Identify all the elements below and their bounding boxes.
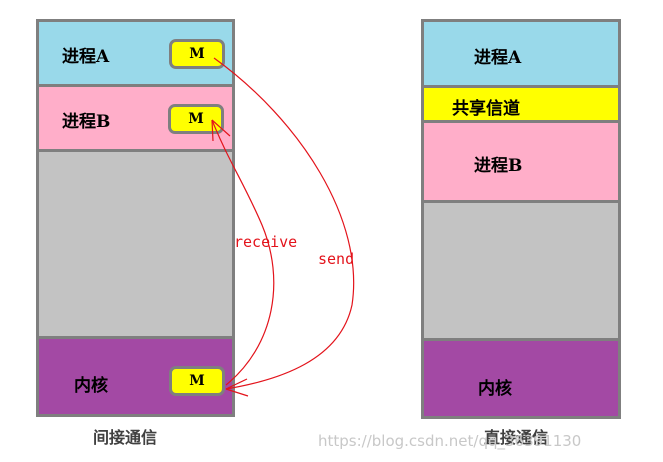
receive-arrowhead (211, 119, 231, 142)
process-b-label: 进程B (474, 156, 523, 176)
send-label: send (318, 250, 355, 268)
send-arrowhead (225, 378, 249, 397)
kernel-block: 内核 M (39, 339, 232, 414)
process-b-label: 进程B (62, 112, 111, 132)
indirect-communication-caption: 间接通信 (93, 428, 158, 447)
process-a-block: 进程A (424, 22, 618, 88)
send-arrow (213, 57, 355, 390)
indirect-communication-column: 进程A M 进程B M 内核 M (36, 19, 235, 417)
process-b-block: 进程B (424, 123, 618, 203)
process-a-label: 进程A (474, 48, 522, 68)
receive-arrow (211, 119, 275, 386)
direct-communication-column: 进程A 共享信道 进程B 内核 (421, 19, 621, 419)
process-a-block: 进程A M (39, 22, 232, 87)
kernel-label: 内核 (478, 379, 512, 399)
process-a-label: 进程A (62, 47, 110, 67)
kernel-label: 内核 (74, 376, 108, 396)
direct-communication-caption: 直接通信 (484, 428, 549, 447)
kernel-block: 内核 (424, 341, 618, 416)
shared-channel-label: 共享信道 (452, 99, 520, 119)
free-memory-block (424, 203, 618, 341)
kernel-message-box: M (169, 366, 225, 396)
free-memory-block (39, 152, 232, 339)
shared-channel-block: 共享信道 (424, 88, 618, 123)
process-b-block: 进程B M (39, 87, 232, 152)
process-b-message-box: M (168, 104, 224, 134)
receive-label: receive (234, 233, 298, 251)
watermark: https://blog.csdn.net/qq_36391130 (318, 432, 582, 450)
process-a-message-box: M (169, 39, 225, 69)
